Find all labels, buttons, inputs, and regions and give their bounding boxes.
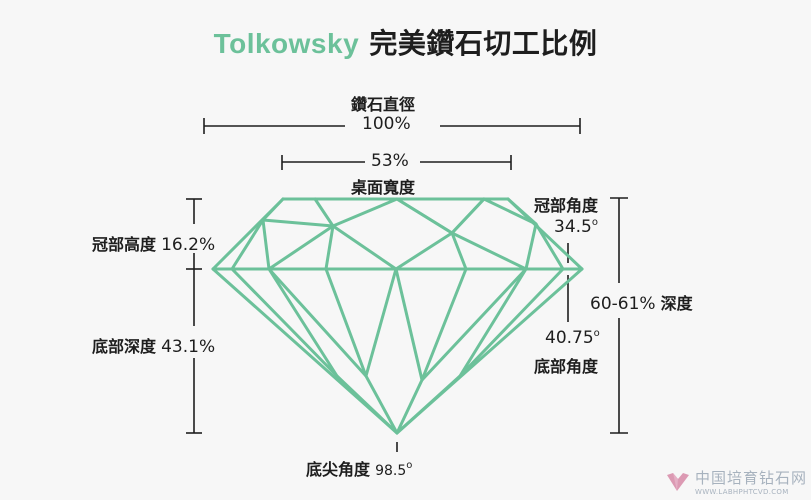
crown-height-label: 冠部高度	[92, 235, 157, 254]
total-depth-value: 60-61%	[590, 294, 656, 314]
degree-symbol: o	[591, 217, 598, 228]
crown-height-value: 16.2%	[161, 235, 216, 255]
pavilion-angle-label: 底部角度	[534, 357, 599, 376]
pavilion-depth-value: 43.1%	[161, 337, 216, 357]
crown-angle: 34.5o	[554, 217, 598, 237]
heart-logo-icon	[666, 472, 689, 491]
degree-symbol: o	[406, 460, 413, 471]
pavilion-depth-label: 底部深度	[92, 337, 157, 356]
pavilion-angle-value: 40.75	[545, 328, 594, 348]
watermark-text: 中国培育钻石网	[694, 469, 807, 487]
watermark-url: WWW.LABHPHTCVD.COM	[694, 488, 789, 496]
crown-height: 冠部高度 16.2%	[92, 231, 215, 255]
diameter-value: 100%	[362, 114, 411, 134]
page-title: Tolkowsky 完美鑽石切工比例	[0, 22, 811, 62]
table-label: 桌面寬度	[351, 178, 416, 197]
title-text: 完美鑽石切工比例	[369, 27, 598, 60]
crown-angle-value: 34.5	[554, 217, 592, 237]
total-depth: 60-61% 深度	[590, 290, 693, 314]
table-value: 53%	[371, 151, 409, 171]
crown-angle-label: 冠部角度	[534, 196, 599, 215]
diamond-outline	[211, 197, 584, 435]
culet-angle-value: 98.5	[375, 463, 407, 479]
total-depth-label: 深度	[660, 294, 693, 313]
title-brand: Tolkowsky	[213, 28, 360, 59]
pavilion-angle: 40.75o	[545, 328, 600, 348]
dimension-lines	[186, 118, 628, 452]
pavilion-depth: 底部深度 43.1%	[92, 333, 215, 357]
culet-angle-label: 底尖角度	[306, 460, 371, 479]
diameter-label: 鑽石直徑	[351, 95, 416, 114]
culet-angle: 底尖角度 98.5o	[306, 456, 412, 480]
watermark: 中国培育钻石网 WWW.LABHPHTCVD.COM	[665, 467, 807, 496]
degree-symbol: o	[593, 328, 600, 339]
